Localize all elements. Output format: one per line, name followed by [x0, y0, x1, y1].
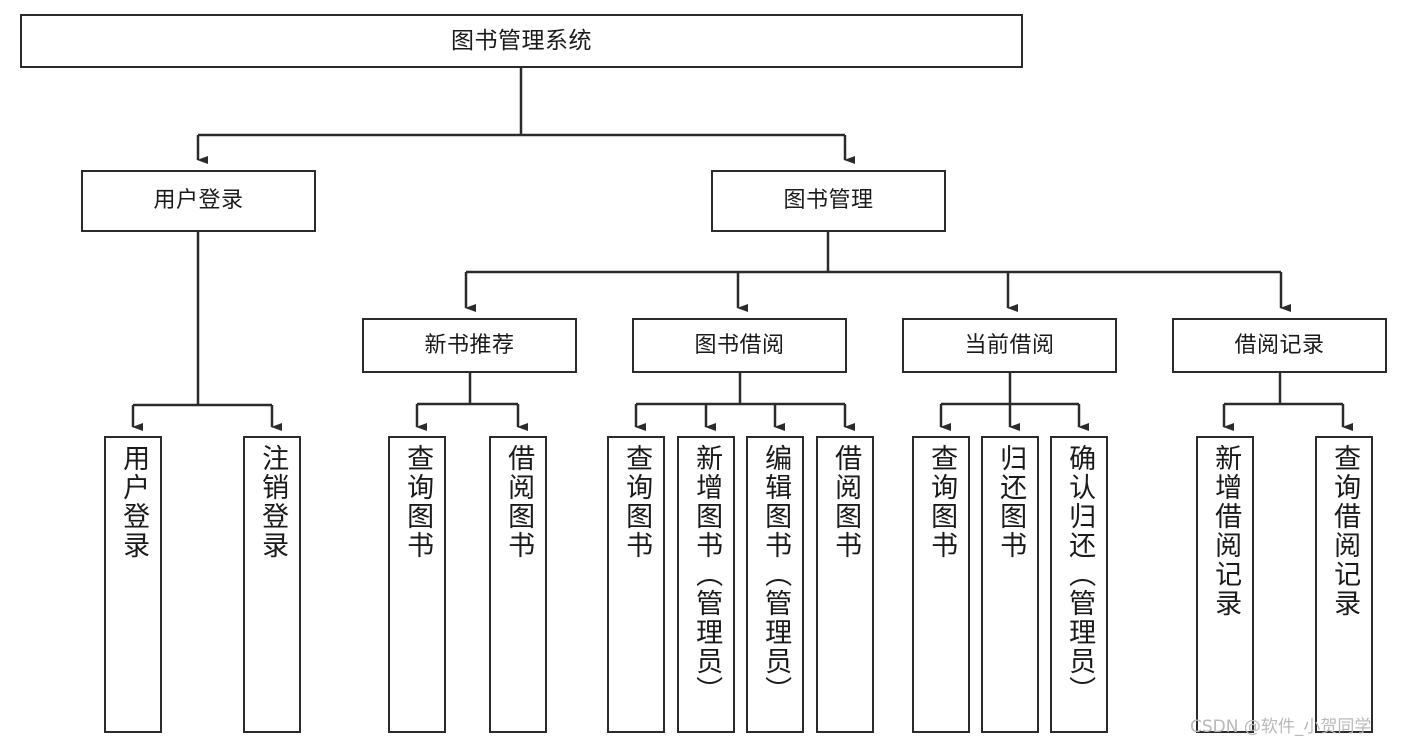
node-leaf-query-book-3-label: 查询图书	[926, 444, 958, 560]
node-book-manage[interactable]: 图书管理	[711, 170, 946, 232]
node-leaf-borrow-book-1-label: 借阅图书	[503, 444, 535, 560]
node-leaf-query-book-2[interactable]: 查询图书	[607, 436, 665, 733]
node-leaf-borrow-book-2-label: 借阅图书	[830, 444, 862, 560]
node-leaf-edit-book-label: 编辑图书（管理员）	[760, 444, 792, 705]
node-user-login-label: 用户登录	[153, 188, 244, 214]
node-leaf-add-record[interactable]: 新增借阅记录	[1196, 436, 1254, 733]
node-leaf-user-login-label: 用户登录	[118, 444, 150, 560]
node-leaf-confirm-return-label: 确认归还（管理员）	[1064, 444, 1096, 705]
node-leaf-query-record[interactable]: 查询借阅记录	[1315, 436, 1373, 733]
node-leaf-add-book-label: 新增图书（管理员）	[691, 444, 723, 705]
node-root-label: 图书管理系统	[451, 27, 592, 54]
node-leaf-query-book-3[interactable]: 查询图书	[912, 436, 970, 733]
node-leaf-user-logout[interactable]: 注销登录	[243, 436, 301, 733]
node-leaf-confirm-return[interactable]: 确认归还（管理员）	[1050, 436, 1108, 733]
node-user-login[interactable]: 用户登录	[81, 170, 316, 232]
node-root[interactable]: 图书管理系统	[20, 14, 1023, 68]
node-leaf-user-logout-label: 注销登录	[257, 444, 289, 560]
node-leaf-query-book-2-label: 查询图书	[621, 444, 653, 560]
node-leaf-add-record-label: 新增借阅记录	[1210, 444, 1242, 618]
node-borrow-record-label: 借阅记录	[1234, 332, 1325, 358]
node-leaf-borrow-book-1[interactable]: 借阅图书	[489, 436, 547, 733]
node-book-manage-label: 图书管理	[783, 188, 874, 214]
node-new-book-recommend-label: 新书推荐	[424, 332, 515, 358]
node-book-borrow[interactable]: 图书借阅	[632, 318, 847, 373]
csdn-watermark: CSDN @软件_小贺同学	[1190, 717, 1372, 737]
node-leaf-return-book-label: 归还图书	[995, 444, 1027, 560]
node-current-borrow[interactable]: 当前借阅	[902, 318, 1117, 373]
node-current-borrow-label: 当前借阅	[964, 332, 1055, 358]
node-book-borrow-label: 图书借阅	[694, 332, 785, 358]
node-new-book-recommend[interactable]: 新书推荐	[362, 318, 577, 373]
node-leaf-query-book-1[interactable]: 查询图书	[388, 436, 446, 733]
node-borrow-record[interactable]: 借阅记录	[1172, 318, 1387, 373]
node-leaf-query-record-label: 查询借阅记录	[1329, 444, 1361, 618]
node-leaf-return-book[interactable]: 归还图书	[981, 436, 1039, 733]
node-leaf-user-login[interactable]: 用户登录	[104, 436, 162, 733]
node-leaf-add-book[interactable]: 新增图书（管理员）	[677, 436, 735, 733]
node-leaf-edit-book[interactable]: 编辑图书（管理员）	[746, 436, 804, 733]
node-leaf-borrow-book-2[interactable]: 借阅图书	[816, 436, 874, 733]
node-leaf-query-book-1-label: 查询图书	[402, 444, 434, 560]
